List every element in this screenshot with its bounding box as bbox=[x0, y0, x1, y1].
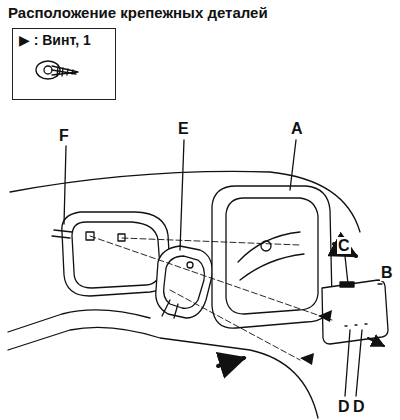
centre-line bbox=[122, 238, 300, 245]
diagram-title: Расположение крепежных деталей bbox=[8, 4, 268, 21]
leader-line bbox=[345, 330, 350, 396]
handle-recess bbox=[62, 212, 170, 296]
screw-cover bbox=[322, 280, 388, 344]
hole bbox=[118, 234, 125, 241]
screw-hole bbox=[261, 241, 271, 251]
recess-tab bbox=[52, 230, 72, 238]
screw-icon bbox=[36, 61, 78, 79]
cover-clip bbox=[340, 282, 354, 287]
recess-inner bbox=[72, 222, 160, 288]
bezel-inner bbox=[226, 198, 318, 314]
handle-bezel bbox=[212, 186, 332, 328]
part-letter: D bbox=[337, 398, 351, 415]
screw-markers bbox=[300, 310, 332, 365]
centre-line bbox=[170, 290, 300, 360]
fastener-key: ▶ : Винт, 1 bbox=[13, 29, 115, 51]
inner-handle bbox=[156, 246, 213, 318]
part-letter: F bbox=[58, 127, 70, 144]
leader-line bbox=[64, 146, 66, 224]
leader-line bbox=[180, 140, 184, 250]
leader-line bbox=[378, 283, 382, 284]
leader-line bbox=[345, 256, 348, 284]
armrest-edge bbox=[8, 327, 318, 418]
cover-hooks bbox=[345, 324, 368, 326]
leader-line bbox=[356, 330, 362, 396]
part-letter: B bbox=[380, 264, 394, 281]
part-letter: C bbox=[337, 237, 351, 254]
leader-line bbox=[290, 140, 296, 190]
bezel-ribs bbox=[238, 232, 304, 280]
removal-arrow bbox=[368, 338, 384, 346]
handle-rod bbox=[162, 300, 178, 318]
part-letter: A bbox=[290, 120, 304, 137]
legend-box: ▶ : Винт, 1 bbox=[12, 28, 116, 100]
removal-arrow bbox=[218, 358, 244, 366]
pivot bbox=[187, 262, 193, 268]
part-letter: E bbox=[177, 120, 190, 137]
part-letter: D bbox=[352, 398, 366, 415]
centre-line bbox=[90, 236, 332, 320]
